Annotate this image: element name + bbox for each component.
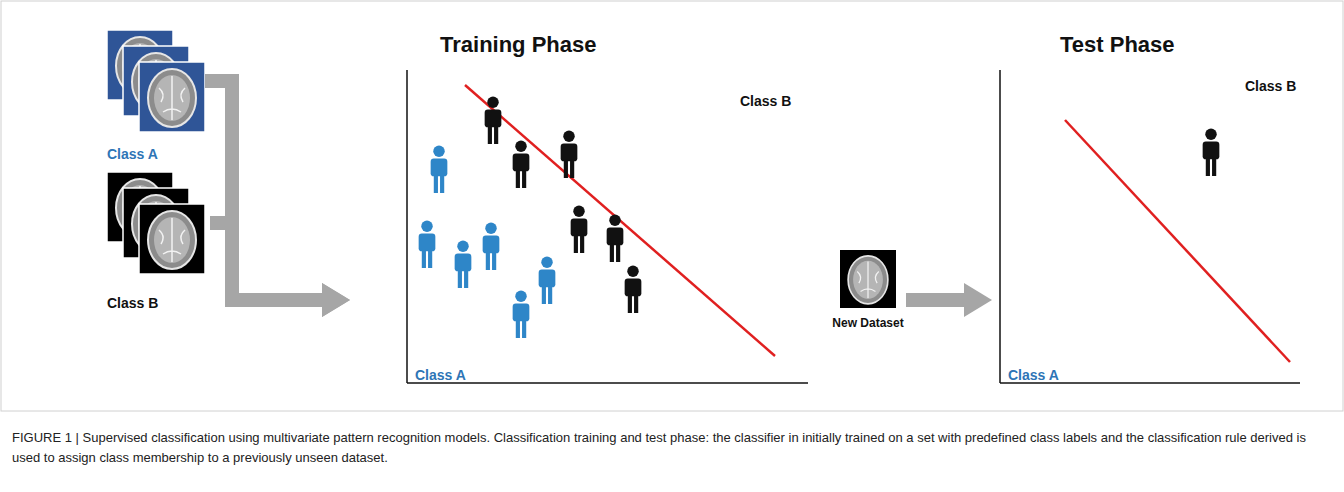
figure-caption: FIGURE 1 | Supervised classification usi…	[12, 428, 1330, 468]
phase-heading: Training Phase	[440, 32, 597, 58]
class-label: Class A	[107, 146, 158, 162]
decision-boundary	[465, 85, 775, 356]
class-b-samples	[485, 97, 642, 313]
scatter-plot: Training PhaseClass BClass A	[350, 70, 810, 385]
dataset-label: New Dataset	[830, 316, 906, 330]
figure-frame	[1, 1, 1343, 411]
class-label: Class B	[107, 295, 158, 311]
decision-boundary	[1065, 120, 1290, 362]
flow-arrow	[205, 81, 330, 300]
scatter-plot: Test PhaseClass BClass A	[992, 70, 1302, 385]
test-plot-axes	[1000, 70, 1300, 383]
training-plot-axes	[407, 70, 808, 383]
test-sample	[1203, 129, 1220, 176]
new-dataset-image	[840, 250, 896, 308]
flow-arrow	[210, 223, 330, 300]
class-label: Class B	[740, 93, 791, 109]
phase-heading: Test Phase	[1060, 32, 1175, 58]
class-a-image-stack	[107, 30, 205, 132]
new-dataset: New Dataset	[830, 248, 906, 336]
image-stack: Class A	[105, 28, 205, 168]
class-label: Class B	[1245, 78, 1296, 94]
class-b-image-stack	[107, 172, 205, 274]
class-label: Class A	[415, 367, 466, 383]
class-label: Class A	[1008, 367, 1059, 383]
flow-arrow	[906, 293, 972, 307]
class-a-samples	[419, 146, 556, 338]
image-stack: Class B	[105, 168, 210, 313]
